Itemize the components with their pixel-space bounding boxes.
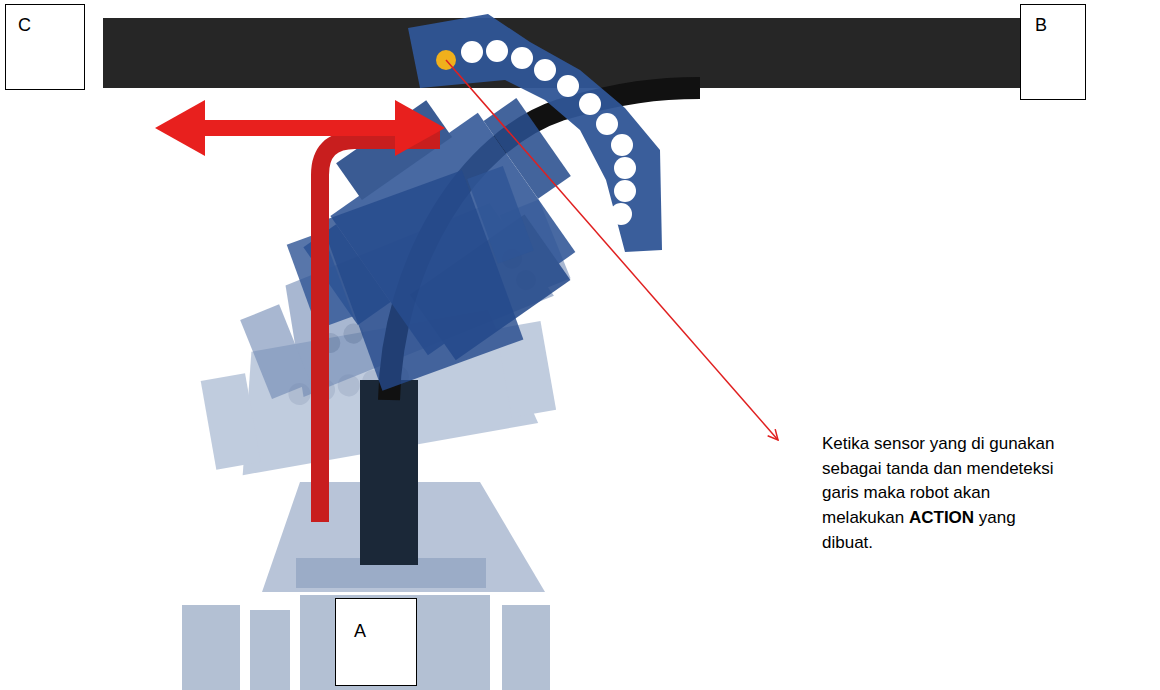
letter-box: B	[1020, 4, 1086, 100]
illustration-part	[461, 41, 483, 63]
illustration-part	[250, 610, 290, 690]
illustration-part	[182, 605, 240, 690]
callout-text: ACTION	[909, 508, 974, 527]
illustration-part	[614, 180, 636, 202]
illustration-part	[596, 113, 618, 135]
illustration-part	[155, 100, 205, 156]
illustration-part	[534, 59, 556, 81]
box-letter: C	[6, 5, 84, 37]
illustration-part	[201, 373, 261, 469]
illustration-part	[610, 203, 632, 225]
leader-line	[446, 60, 778, 440]
illustration-part	[395, 100, 445, 156]
floor-line	[360, 380, 418, 565]
wheel-ghosts	[182, 595, 550, 690]
box-letter: A	[336, 599, 416, 643]
sensor-leds	[461, 40, 636, 225]
letter-box: C	[5, 4, 85, 90]
path-arrow	[320, 140, 440, 522]
callout-note: Ketika sensor yang di gunakan sebagai ta…	[822, 432, 1062, 555]
double-arrow	[155, 100, 445, 156]
illustration-part	[557, 75, 579, 97]
illustration-part	[611, 134, 633, 156]
illustration-part	[300, 595, 490, 690]
sensor-board	[408, 14, 662, 252]
illustration-part	[486, 40, 508, 62]
letter-box: A	[335, 598, 417, 686]
illustration-part	[467, 166, 533, 264]
box-letter: B	[1021, 5, 1085, 37]
illustration-part	[195, 120, 405, 136]
illustration-part	[502, 605, 550, 690]
illustration-part	[511, 47, 533, 69]
illustration-part	[614, 157, 636, 179]
illustration-part	[240, 304, 311, 399]
illustration-part	[579, 93, 601, 115]
